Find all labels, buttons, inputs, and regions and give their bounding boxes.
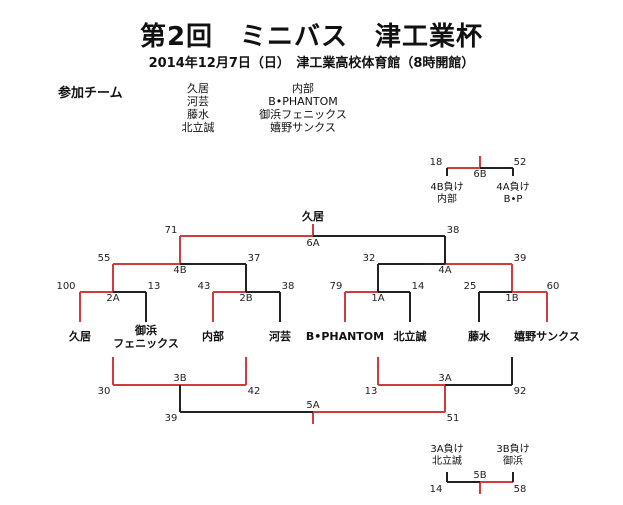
score: 39 xyxy=(164,413,178,424)
game-id: 1B xyxy=(505,293,519,304)
seed-note-line: 内部 xyxy=(436,194,457,205)
team-list-col2: 内部 B•PHANTOM 御浜フェニックス 嬉野サンクス xyxy=(248,82,358,134)
score: 32 xyxy=(362,253,376,264)
team-list-item: 久居 xyxy=(187,82,209,95)
score: 14 xyxy=(429,484,443,495)
score: 58 xyxy=(513,484,527,495)
team-list-item: 藤水 xyxy=(187,108,209,121)
game-id: 4A xyxy=(438,265,452,276)
bracket-team-bphantom: B•PHANTOM xyxy=(305,330,385,343)
team-list-item: 内部 xyxy=(292,82,314,95)
score: 38 xyxy=(281,281,295,292)
team-list-item: B•PHANTOM xyxy=(268,95,338,108)
bracket-team-mihama: 御浜 フェニックス xyxy=(113,324,179,350)
bracket-team-hisai: 久居 xyxy=(69,330,91,343)
game-id: 1A xyxy=(371,293,385,304)
bracket-team-line: 御浜 xyxy=(134,324,157,337)
score: 60 xyxy=(546,281,560,292)
game-id: 2A xyxy=(106,293,120,304)
score: 43 xyxy=(197,281,211,292)
score: 51 xyxy=(446,413,460,424)
game-id: 5B xyxy=(473,470,487,481)
team-list-col1: 久居 河芸 藤水 北立誠 xyxy=(178,82,218,134)
seed-note: 3B負け 御浜 xyxy=(496,444,529,468)
seed-note-line: 4A負け xyxy=(496,182,530,193)
page-title: 第2回 ミニバス 津工業杯 xyxy=(139,22,484,52)
score: 39 xyxy=(513,253,527,264)
team-list-item: 御浜フェニックス xyxy=(259,108,347,121)
score: 42 xyxy=(247,386,261,397)
seed-note-line: 北立誠 xyxy=(431,456,462,467)
score: 92 xyxy=(513,386,527,397)
bracket-team-line: フェニックス xyxy=(113,337,179,350)
page-subtitle: 2014年12月7日（日） 津工業高校体育館（8時開館） xyxy=(148,56,475,71)
score: 25 xyxy=(463,281,477,292)
score: 100 xyxy=(56,281,76,292)
seed-note-line: B•P xyxy=(503,194,523,205)
score: 37 xyxy=(247,253,261,264)
seed-note-line: 3B負け xyxy=(496,444,530,455)
champion-label: 久居 xyxy=(302,210,324,223)
game-id: 6B xyxy=(473,169,487,180)
bracket-team-fujimizu: 藤水 xyxy=(468,330,490,343)
seed-note: 3A負け 北立誠 xyxy=(430,444,463,468)
team-list-item: 嬉野サンクス xyxy=(270,121,336,134)
team-list-item: 河芸 xyxy=(187,95,209,108)
game-id: 3A xyxy=(438,373,452,384)
bracket-team-uchibe: 内部 xyxy=(202,330,224,343)
seed-note-line: 御浜 xyxy=(502,456,523,467)
score: 71 xyxy=(164,225,178,236)
score: 55 xyxy=(97,253,111,264)
team-list-item: 北立誠 xyxy=(181,121,215,134)
score: 79 xyxy=(329,281,343,292)
bracket-team-ureshino: 嬉野サンクス xyxy=(514,330,580,343)
participating-teams-label: 参加チーム xyxy=(58,86,123,101)
score: 13 xyxy=(147,281,161,292)
seed-note: 4B負け 内部 xyxy=(430,182,463,206)
score: 30 xyxy=(97,386,111,397)
game-id: 6A xyxy=(306,238,320,249)
score: 13 xyxy=(364,386,378,397)
seed-note-line: 4B負け xyxy=(430,182,464,193)
game-id: 3B xyxy=(173,373,187,384)
bracket-team-hokuritsusei: 北立誠 xyxy=(393,330,427,343)
seed-note-line: 3A負け xyxy=(430,444,464,455)
seed-note: 4A負け B•P xyxy=(496,182,529,206)
score: 14 xyxy=(411,281,425,292)
game-id: 2B xyxy=(239,293,253,304)
game-id: 4B xyxy=(173,265,187,276)
score: 52 xyxy=(513,157,527,168)
score: 38 xyxy=(446,225,460,236)
bracket-team-kawage: 河芸 xyxy=(269,330,291,343)
score: 18 xyxy=(429,157,443,168)
game-id: 5A xyxy=(306,400,320,411)
